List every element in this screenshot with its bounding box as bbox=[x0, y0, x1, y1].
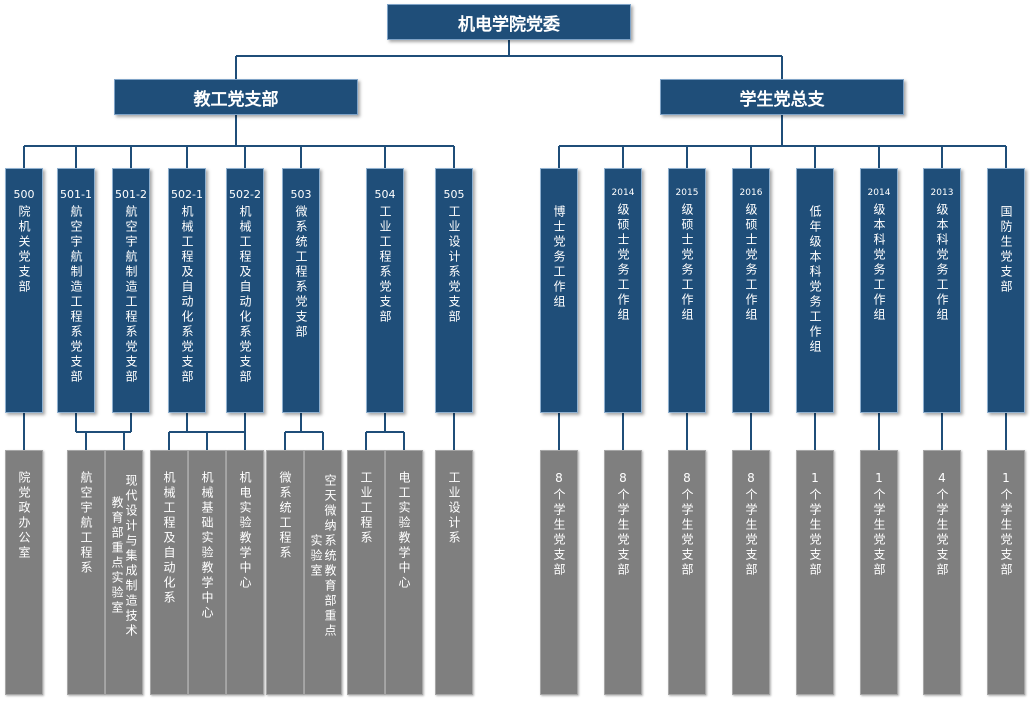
sub-label: 1个学生党支部 bbox=[872, 471, 886, 578]
sub-node: 8个学生党支部 bbox=[668, 450, 706, 695]
sub-label: 1个学生党支部 bbox=[999, 471, 1013, 578]
sub-label: 航空宇航工程系 bbox=[79, 471, 93, 576]
sub-label: 电工实验教学中心 bbox=[397, 471, 411, 591]
sub-node: 4个学生党支部 bbox=[923, 450, 961, 695]
unit-node: 502-1 机械工程及自动化系党支部 bbox=[168, 168, 206, 413]
sub-node: 8个学生党支部 bbox=[732, 450, 770, 695]
root-node: 机电学院党委 bbox=[387, 4, 631, 40]
sub-label: 工业工程系 bbox=[359, 471, 373, 546]
sub-node: 电工实验教学中心 bbox=[385, 450, 423, 695]
unit-node: 505 工业设计系党支部 bbox=[435, 168, 473, 413]
unit-node: 504 工业工程系党支部 bbox=[366, 168, 404, 413]
unit-code: 2014 bbox=[867, 188, 891, 198]
sub-node: 1个学生党支部 bbox=[796, 450, 834, 695]
sub-node: 微系统工程系 bbox=[266, 450, 304, 695]
sub-label: 8个学生党支部 bbox=[680, 471, 694, 578]
sub-node: 机械基础实验教学中心 bbox=[188, 450, 226, 695]
unit-name: 低年级本科党务工作组 bbox=[808, 205, 822, 355]
unit-name: 院机关党支部 bbox=[17, 205, 31, 295]
unit-node: 博士党务工作组 bbox=[540, 168, 578, 413]
unit-code: 501-1 bbox=[60, 188, 92, 201]
sub-label: 1个学生党支部 bbox=[808, 471, 822, 578]
unit-code: 502-1 bbox=[171, 188, 203, 201]
branch-faculty-label: 教工党支部 bbox=[193, 89, 279, 110]
unit-node: 2016 级硕士党务工作组 bbox=[732, 168, 770, 413]
unit-code: 2013 bbox=[930, 188, 954, 198]
sub-label: 空天微纳系统教育部重点实验室 bbox=[309, 473, 337, 639]
unit-name: 级硕士党务工作组 bbox=[616, 203, 630, 323]
unit-node: 2013 级本科党务工作组 bbox=[923, 168, 961, 413]
sub-label: 机电实验教学中心 bbox=[238, 471, 252, 591]
sub-node: 8个学生党支部 bbox=[604, 450, 642, 695]
sub-node: 航空宇航工程系 bbox=[67, 450, 105, 695]
sub-label: 8个学生党支部 bbox=[552, 471, 566, 578]
unit-name: 航空宇航制造工程系党支部 bbox=[124, 205, 138, 385]
sub-node: 机电实验教学中心 bbox=[226, 450, 264, 695]
unit-code: 500 bbox=[13, 188, 35, 201]
unit-name: 工业工程系党支部 bbox=[378, 205, 392, 325]
branch-student: 学生党总支 bbox=[660, 79, 904, 115]
unit-code: 505 bbox=[443, 188, 465, 201]
sub-label: 现代设计与集成制造技术教育部重点实验室 bbox=[110, 473, 138, 639]
unit-node: 2015 级硕士党务工作组 bbox=[668, 168, 706, 413]
unit-name: 级硕士党务工作组 bbox=[680, 203, 694, 323]
root-label: 机电学院党委 bbox=[458, 14, 560, 35]
unit-code: 2015 bbox=[675, 188, 699, 198]
sub-label: 8个学生党支部 bbox=[744, 471, 758, 578]
sub-label: 4个学生党支部 bbox=[935, 471, 949, 578]
sub-node: 机械工程及自动化系 bbox=[150, 450, 188, 695]
sub-node: 8个学生党支部 bbox=[540, 450, 578, 695]
unit-name: 级本科党务工作组 bbox=[872, 203, 886, 323]
unit-node: 502-2 机械工程及自动化系党支部 bbox=[226, 168, 264, 413]
unit-code: 502-2 bbox=[229, 188, 261, 201]
sub-label: 机械工程及自动化系 bbox=[162, 471, 176, 606]
unit-code: 2014 bbox=[611, 188, 635, 198]
unit-name: 机械工程及自动化系党支部 bbox=[180, 205, 194, 385]
sub-node: 1个学生党支部 bbox=[987, 450, 1025, 695]
sub-label: 机械基础实验教学中心 bbox=[200, 471, 214, 621]
unit-name: 机械工程及自动化系党支部 bbox=[238, 205, 252, 385]
unit-node: 2014 级硕士党务工作组 bbox=[604, 168, 642, 413]
unit-node: 国防生党支部 bbox=[987, 168, 1025, 413]
unit-name: 工业设计系党支部 bbox=[447, 205, 461, 325]
branch-student-label: 学生党总支 bbox=[739, 89, 825, 110]
unit-name: 级本科党务工作组 bbox=[935, 203, 949, 323]
sub-node: 院党政办公室 bbox=[5, 450, 43, 695]
sub-node: 现代设计与集成制造技术教育部重点实验室 bbox=[105, 450, 143, 695]
unit-node: 500 院机关党支部 bbox=[5, 168, 43, 413]
unit-name: 级硕士党务工作组 bbox=[744, 203, 758, 323]
unit-node: 503 微系统工程系党支部 bbox=[282, 168, 320, 413]
unit-code: 503 bbox=[290, 188, 312, 201]
sub-node: 1个学生党支部 bbox=[860, 450, 898, 695]
unit-code: 504 bbox=[374, 188, 396, 201]
sub-node: 工业设计系 bbox=[435, 450, 473, 695]
unit-node: 501-1 航空宇航制造工程系党支部 bbox=[57, 168, 95, 413]
unit-name: 国防生党支部 bbox=[999, 205, 1013, 295]
unit-code: 501-2 bbox=[115, 188, 147, 201]
unit-name: 微系统工程系党支部 bbox=[294, 205, 308, 340]
unit-node: 低年级本科党务工作组 bbox=[796, 168, 834, 413]
sub-node: 空天微纳系统教育部重点实验室 bbox=[304, 450, 342, 695]
unit-code: 2016 bbox=[739, 188, 763, 198]
unit-node: 2014 级本科党务工作组 bbox=[860, 168, 898, 413]
sub-label: 院党政办公室 bbox=[17, 471, 31, 561]
sub-label: 8个学生党支部 bbox=[616, 471, 630, 578]
unit-name: 航空宇航制造工程系党支部 bbox=[69, 205, 83, 385]
sub-label: 微系统工程系 bbox=[278, 471, 292, 561]
branch-faculty: 教工党支部 bbox=[114, 79, 358, 115]
sub-node: 工业工程系 bbox=[347, 450, 385, 695]
unit-node: 501-2 航空宇航制造工程系党支部 bbox=[112, 168, 150, 413]
sub-label: 工业设计系 bbox=[447, 471, 461, 546]
unit-name: 博士党务工作组 bbox=[552, 205, 566, 310]
